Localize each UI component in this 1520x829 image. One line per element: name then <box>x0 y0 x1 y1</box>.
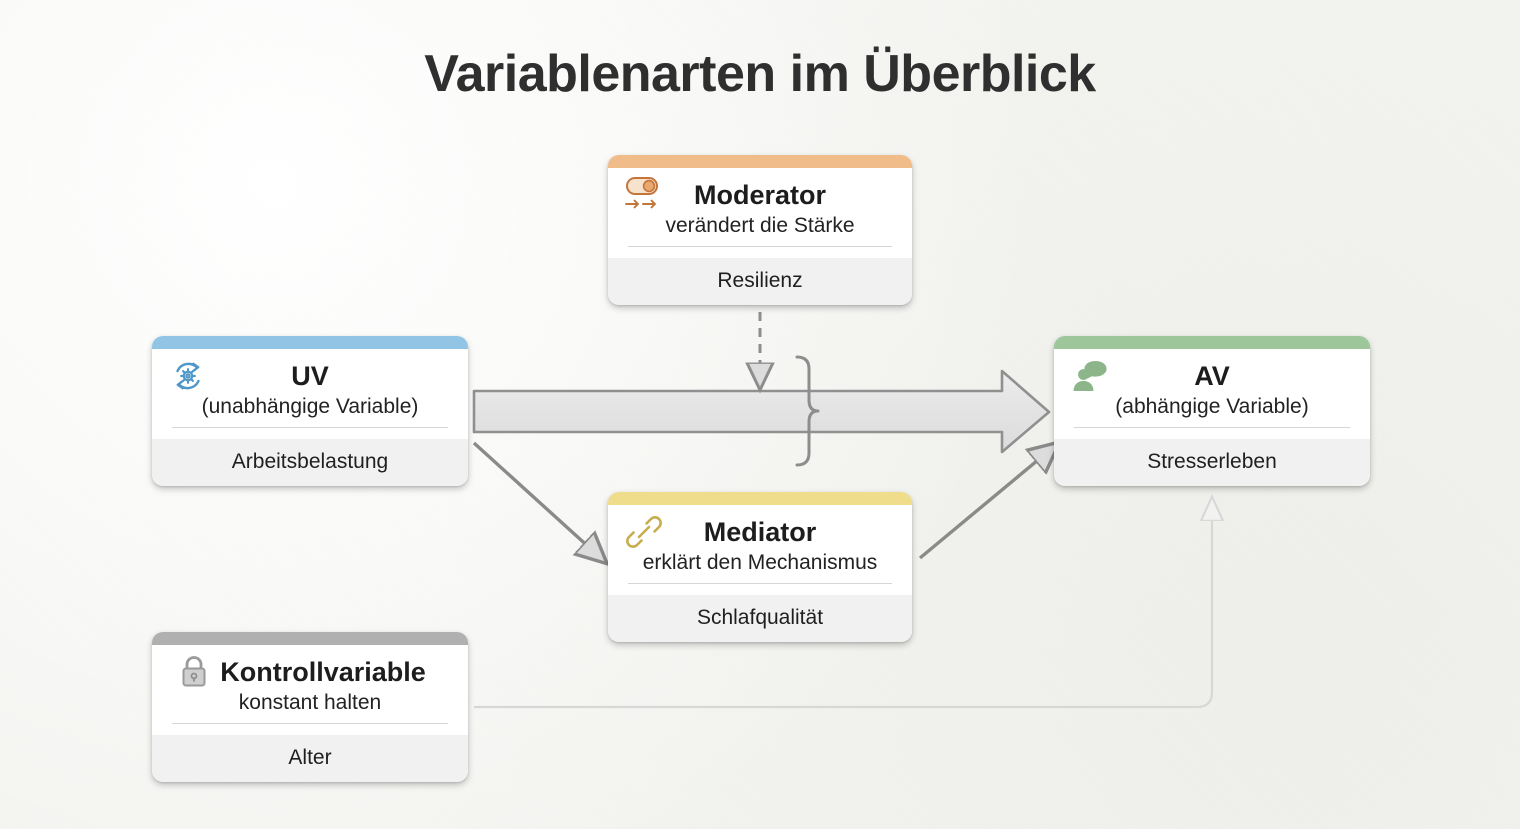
card-body-kontrollvariable: Kontrollvariable konstant halten <box>152 645 468 736</box>
gear-refresh-icon <box>168 357 208 395</box>
connector-uv-to-av-block-arrow <box>472 369 1051 454</box>
card-accent-kontrollvariable <box>152 632 468 645</box>
card-accent-mediator <box>608 492 912 505</box>
card-divider-av <box>1074 427 1350 429</box>
card-title-uv: UV <box>291 360 329 391</box>
card-mediator[interactable]: Mediator erklärt den Mechanismus Schlafq… <box>608 492 912 643</box>
card-accent-av <box>1054 336 1370 349</box>
card-subtitle-av: (abhängige Variable) <box>1115 395 1309 418</box>
card-body-moderator: Moderator verändert die Stärke <box>608 168 912 259</box>
card-example-uv: Arbeitsbelastung <box>152 439 468 487</box>
card-title-mediator: Mediator <box>703 516 817 547</box>
card-accent-uv <box>152 336 468 349</box>
connector-mediator-to-av <box>918 455 1044 560</box>
card-example-mediator: Schlafqualität <box>608 595 912 643</box>
card-body-av: AV (abhängige Variable) <box>1054 349 1370 440</box>
toggle-switch-icon <box>624 176 664 214</box>
card-av[interactable]: AV (abhängige Variable) Stresserleben <box>1054 336 1370 487</box>
chain-link-icon <box>624 513 664 551</box>
card-title-kontrollvariable: Kontrollvariable <box>220 656 426 687</box>
card-accent-moderator <box>608 155 912 168</box>
card-example-av: Stresserleben <box>1054 439 1370 487</box>
card-title-av: AV <box>1194 360 1230 391</box>
connector-uv-to-mediator <box>472 441 592 550</box>
card-kontrollvariable[interactable]: Kontrollvariable konstant halten Alter <box>152 632 468 783</box>
person-speech-bubble-icon <box>1070 357 1110 395</box>
card-divider-mediator <box>628 583 892 585</box>
card-subtitle-mediator: erklärt den Mechanismus <box>642 551 878 574</box>
card-title-moderator: Moderator <box>693 179 826 210</box>
card-divider-kontrollvariable <box>172 723 448 725</box>
padlock-icon <box>174 653 214 691</box>
card-moderator[interactable]: Moderator verändert die Stärke Resilienz <box>608 155 912 306</box>
card-uv[interactable]: UV (unabhängige Variable) Arbeitsbelastu… <box>152 336 468 487</box>
card-divider-uv <box>172 427 448 429</box>
card-body-uv: UV (unabhängige Variable) <box>152 349 468 440</box>
connector-kontrollvariable-to-av <box>474 512 1212 709</box>
card-subtitle-moderator: verändert die Stärke <box>665 214 855 237</box>
page-title: Variablenarten im Überblick <box>424 45 1096 103</box>
card-example-moderator: Resilienz <box>608 258 912 306</box>
card-example-kontrollvariable: Alter <box>152 735 468 783</box>
card-body-mediator: Mediator erklärt den Mechanismus <box>608 505 912 596</box>
card-subtitle-uv: (unabhängige Variable) <box>201 395 419 418</box>
card-divider-moderator <box>628 246 892 248</box>
card-subtitle-kontrollvariable: konstant halten <box>238 691 382 714</box>
